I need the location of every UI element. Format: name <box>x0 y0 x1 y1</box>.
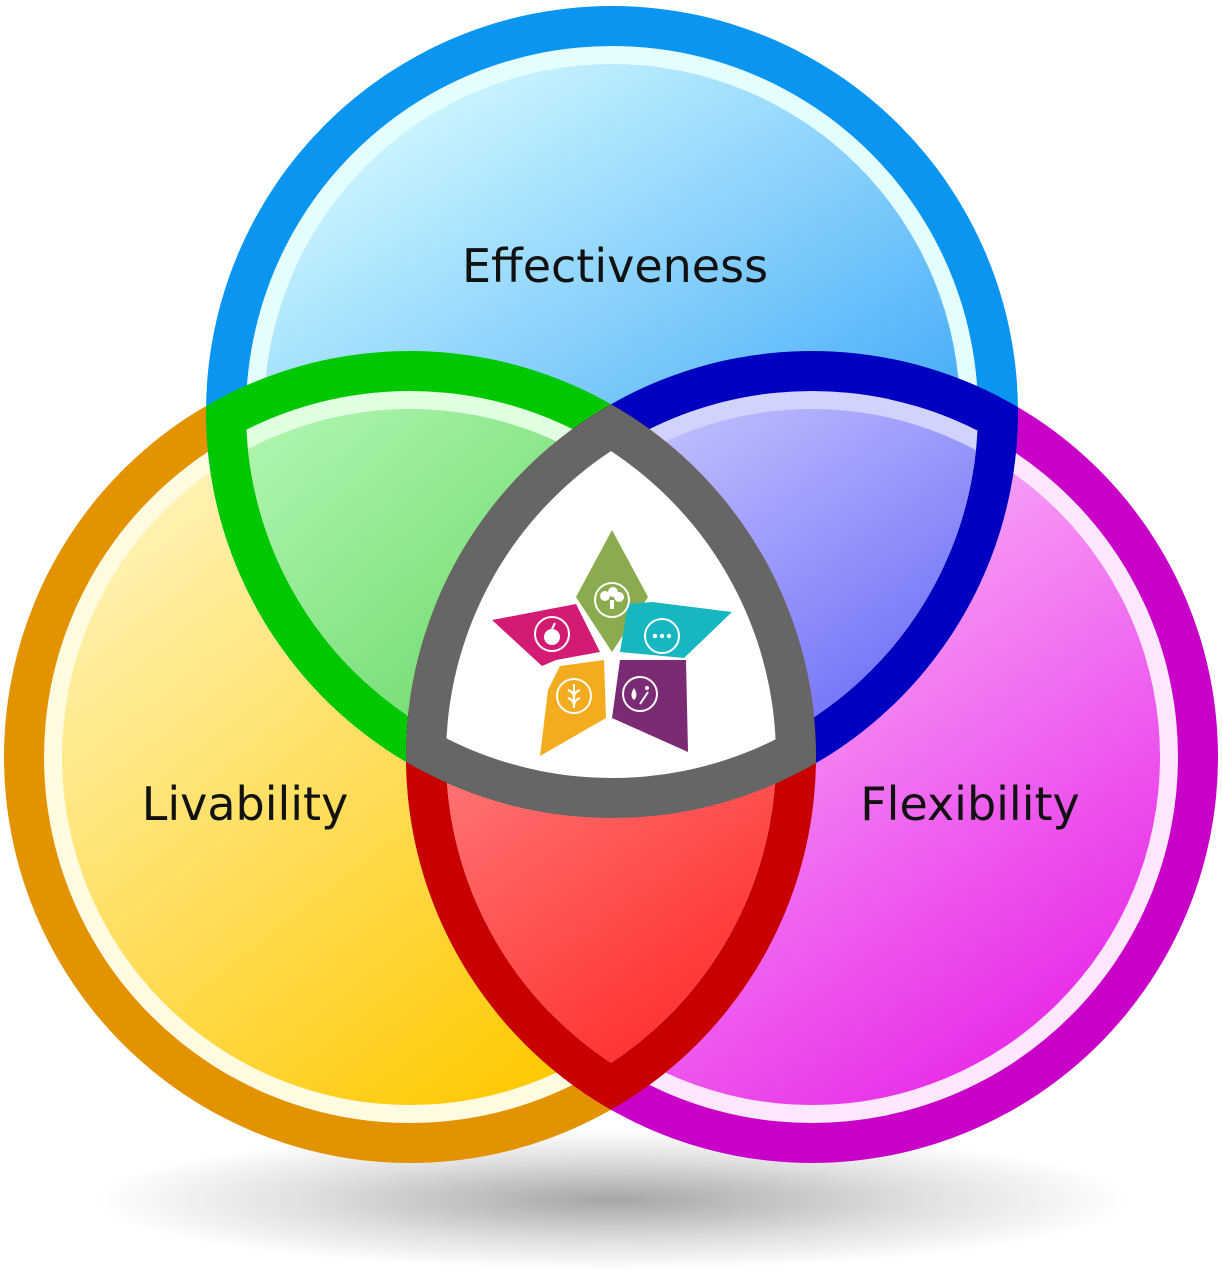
center-star-emblem <box>492 530 732 756</box>
speech-bubble-icon <box>644 618 680 654</box>
broccoli-icon <box>594 582 630 618</box>
label-livability: Livability <box>142 777 349 831</box>
fish-droplet-icon <box>622 676 658 712</box>
drop-shadow <box>92 1130 1132 1270</box>
wheat-icon <box>556 678 592 714</box>
label-flexibility: Flexibility <box>860 777 1080 831</box>
star-segment-fish-droplet <box>612 660 688 752</box>
label-effectiveness: Effectiveness <box>462 239 768 293</box>
apple-icon <box>534 616 570 652</box>
